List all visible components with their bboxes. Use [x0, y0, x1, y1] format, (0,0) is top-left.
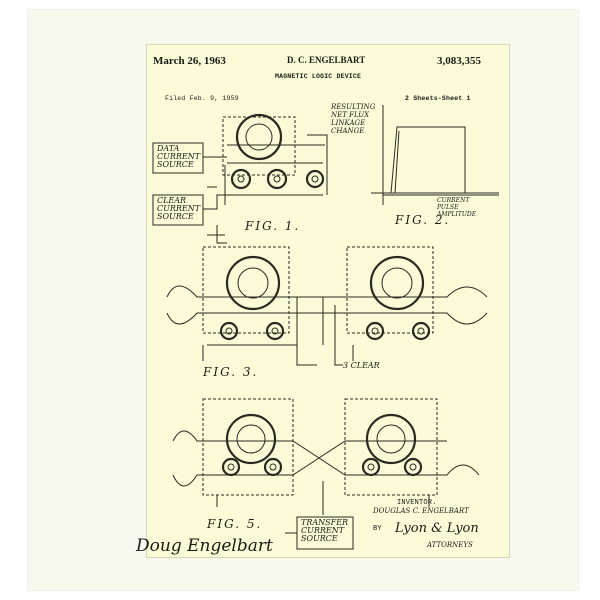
- clear-line-label: 3 CLEAR: [343, 361, 380, 370]
- fig2-drawing: [371, 105, 499, 205]
- transfer-source-label: TRANSFER CURRENT SOURCE: [301, 518, 349, 543]
- fig5-drawing: [172, 398, 480, 550]
- photo-mat: March 26, 1963 D. C. ENGELBART 3,083,355…: [28, 10, 578, 590]
- clear-source-label: CLEAR CURRENT SOURCE: [157, 196, 201, 221]
- fig1-drawing: [152, 113, 328, 244]
- attorneys-label: ATTORNEYS: [427, 541, 473, 549]
- inventor-name: DOUGLAS C. ENGELBART: [373, 507, 469, 515]
- fig5-label: FIG. 5.: [207, 517, 263, 531]
- fig3-label: FIG. 3.: [203, 365, 259, 379]
- filed-date: Filed Feb. 9, 1959: [165, 95, 239, 102]
- pulse-label: CURRENT PULSE AMPLITUDE: [437, 197, 477, 218]
- fig2-label: FIG. 2.: [395, 213, 451, 227]
- inventor-caption: INVENTOR.: [397, 499, 437, 507]
- data-source-label: DATA CURRENT SOURCE: [157, 144, 201, 169]
- patent-sheet: March 26, 1963 D. C. ENGELBART 3,083,355…: [146, 44, 510, 558]
- patent-inventor-header: D. C. ENGELBART: [287, 55, 366, 65]
- patent-drawing: [152, 105, 499, 550]
- patent-number: 3,083,355: [437, 55, 481, 67]
- fig1-label: FIG. 1.: [245, 219, 301, 233]
- patent-title: MAGNETIC LOGIC DEVICE: [275, 73, 362, 80]
- sheet-count: 2 Sheets-Sheet 1: [405, 95, 471, 102]
- by-label: BY: [373, 525, 382, 533]
- flux-label: RESULTING NET FLUX LINKAGE CHANGE: [331, 103, 376, 135]
- attorney-signature: Lyon & Lyon: [395, 521, 479, 536]
- handwritten-signature: Doug Engelbart: [136, 536, 273, 556]
- fig3-drawing: [166, 246, 488, 366]
- patent-date: March 26, 1963: [153, 55, 226, 67]
